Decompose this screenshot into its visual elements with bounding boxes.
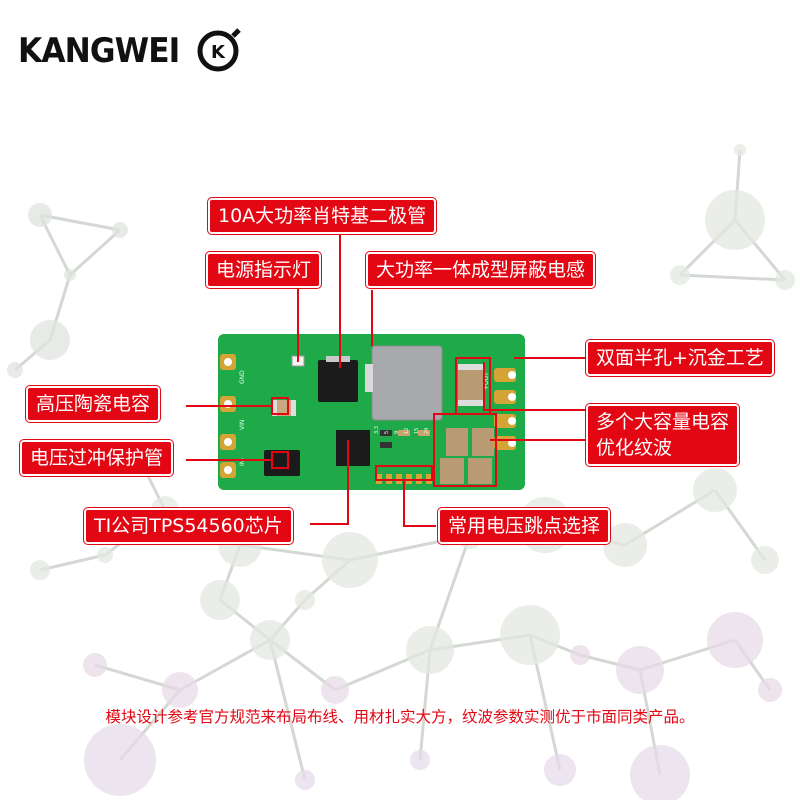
output-capacitor-1 [458,364,484,406]
silk-vin: VIN [239,420,246,430]
left-castellated-pads [220,354,236,478]
shielded-inductor [371,345,443,421]
schottky-diode [318,360,358,402]
output-capacitor-4 [440,458,464,484]
jumper-label-2: 5 [384,431,390,434]
tps54560-chip [336,430,370,466]
jumper-label-3: 9 [394,431,400,434]
brand-mark-letter: K [211,42,226,63]
silk-in-minus: IN- [239,458,246,466]
callout-multi-capacitor: 多个大容量电容 优化纹波 [586,404,740,466]
output-capacitor-3 [472,428,494,456]
callout-schottky-diode: 10A大功率肖特基二极管 [208,198,437,234]
callout-jumper: 常用电压跳点选择 [438,508,611,544]
silk-out-plus: +OUT [483,372,490,390]
callout-half-hole: 双面半孔+沉金工艺 [586,340,774,376]
jumper-label-1: 3.3 [374,426,380,434]
output-capacitor-2 [446,428,468,456]
jumper-label-4: 12 [404,428,410,434]
callout-chip: TI公司TPS54560芯片 [84,508,293,544]
brand-mark-icon: K [197,28,242,72]
brand-logo: KANGWEI K [18,28,242,74]
callout-multi-capacitor-line2: 优化纹波 [596,437,673,459]
output-capacitor-5 [468,458,492,484]
footer-description: 模块设计参考官方规范来布局布线、用材扎实大方，纹波参数实测优于市面同类产品。 [105,708,695,726]
callout-ceramic-capacitor: 高压陶瓷电容 [26,386,161,422]
silk-gnd: GND [239,370,246,384]
callout-tvs-diode: 电压过冲保护管 [20,440,174,476]
power-led [291,355,305,367]
callout-multi-capacitor-line1: 多个大容量电容 [596,411,730,433]
brand-name: KANGWEI [18,31,180,71]
callout-power-led: 电源指示灯 [206,252,322,288]
jumper-label-5: 15 [414,428,420,434]
callout-inductor: 大功率一体成型屏蔽电感 [366,252,596,288]
jumper-label-6: 24 [424,428,430,434]
pcb-module: GND VIN IN- +OUT 3.3 5 9 12 15 24 [218,334,525,490]
tvs-diode [264,450,300,476]
